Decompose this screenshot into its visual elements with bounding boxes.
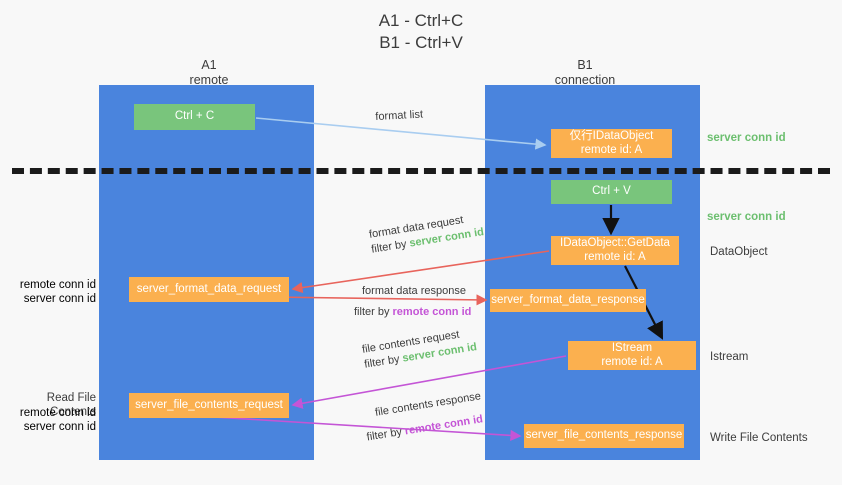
edge-label-file-contents-response: file contents response filter by remote … — [366, 389, 486, 443]
title-line-1: A1 - Ctrl+C — [378, 11, 464, 30]
annotation-server-conn-id-mid: server conn id — [707, 211, 786, 223]
annotation-remote-conn-id: remote conn id — [19, 407, 96, 419]
edge-label-format-data-response-filter: filter by remote conn id — [354, 305, 471, 320]
lane-header-a1-name: A1 — [201, 58, 217, 72]
node-server-format-data-response[interactable]: server_format_data_response — [490, 289, 646, 312]
annotation-server-conn-id: server conn id — [23, 421, 96, 433]
annotation-write-file-contents: Write File Contents — [710, 432, 808, 444]
annotation-istream: Istream — [710, 351, 749, 363]
title-line-2: B1 - Ctrl+V — [379, 33, 463, 52]
lane-header-a1: A1 remote — [124, 58, 294, 88]
node-idataobject-getdata[interactable]: IDataObject::GetData remote id: A — [551, 236, 679, 265]
filter-key-remote-conn-id: remote conn id — [392, 306, 472, 318]
annotation-conn-ids-top: remote conn id server conn id — [8, 278, 96, 306]
filter-prefix: filter by — [354, 306, 393, 318]
annotation-server-conn-id-top: server conn id — [707, 132, 786, 144]
edge-label-file-contents-request: file contents request filter by server c… — [361, 325, 478, 372]
edge-label-format-data-request: format data request filter by server con… — [368, 210, 485, 257]
annotation-dataobject: DataObject — [710, 246, 768, 258]
node-server-file-contents-response[interactable]: server_file_contents_response — [524, 424, 684, 448]
annotation-read-file-contents: Read File Contents — [46, 392, 96, 418]
lane-header-b1-sub: connection — [554, 73, 616, 87]
node-istream[interactable]: IStream remote id: A — [568, 341, 696, 370]
filter-prefix: filter by — [365, 425, 406, 444]
lane-header-b1: B1 connection — [500, 58, 670, 88]
lane-header-b1-name: B1 — [577, 58, 593, 72]
node-ctrl-v[interactable]: Ctrl + V — [551, 180, 672, 204]
annotation-server-conn-id: server conn id — [23, 293, 96, 305]
page-title: A1 - Ctrl+C B1 - Ctrl+V — [0, 10, 842, 54]
node-idataobject[interactable]: 仅行IDataObject remote id: A — [551, 129, 672, 158]
annotation-remote-conn-id: remote conn id — [19, 279, 96, 291]
phase-divider — [12, 168, 830, 174]
lane-header-a1-sub: remote — [189, 73, 229, 87]
node-ctrl-c[interactable]: Ctrl + C — [134, 104, 255, 130]
node-server-file-contents-request[interactable]: server_file_contents_request — [129, 393, 289, 418]
edge-label-format-list: format list — [375, 108, 424, 123]
annotation-conn-ids-bottom: remote conn id server conn id — [8, 406, 96, 434]
filter-key-remote-conn-id: remote conn id — [403, 413, 484, 438]
node-server-format-data-request[interactable]: server_format_data_request — [129, 277, 289, 302]
edge-label-format-data-response: format data response filter by remote co… — [354, 284, 471, 320]
edge-label-format-data-response-text: format data response — [362, 285, 466, 297]
